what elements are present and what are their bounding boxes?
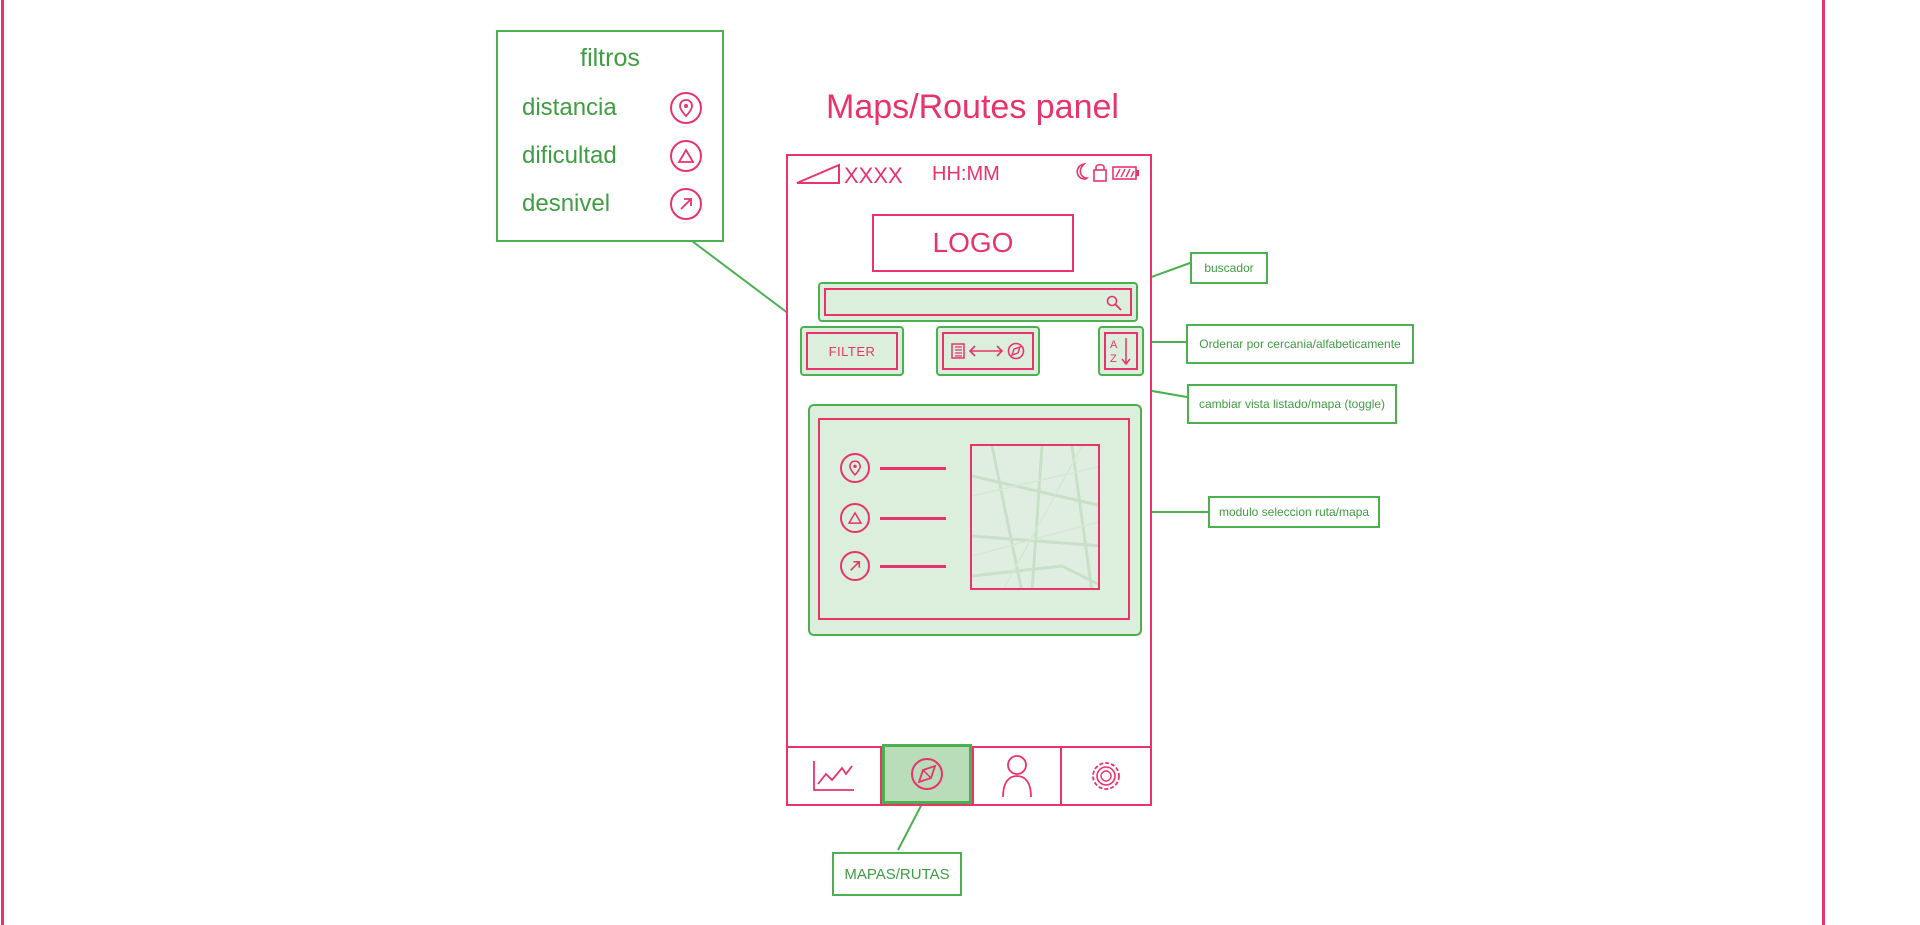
svg-text:Z: Z	[1110, 353, 1117, 365]
filter-label: distancia	[522, 94, 617, 121]
tab-divider	[972, 748, 974, 804]
filter-button-wrapper: FILTER	[800, 326, 904, 376]
location-pin-icon	[840, 453, 870, 483]
route-info-row	[840, 452, 950, 484]
route-detail-line	[880, 564, 946, 568]
frame-left-border	[1, 0, 4, 925]
callout-cambiar-vista: cambiar vista listado/mapa (toggle)	[1187, 384, 1397, 424]
arrow-up-right-icon	[840, 551, 870, 581]
svg-text:A: A	[1110, 339, 1118, 351]
tab-divider	[1060, 748, 1062, 804]
callout-mapas-rutas: MAPAS/RUTAS	[832, 852, 962, 896]
search-icon[interactable]	[1106, 295, 1122, 311]
search-input[interactable]	[824, 288, 1132, 316]
frame-right-border	[1822, 0, 1825, 925]
logo: LOGO	[872, 214, 1074, 272]
list-icon	[951, 343, 965, 359]
route-detail-line	[880, 466, 946, 470]
az-sort-icon: A Z	[1110, 338, 1131, 366]
tab-settings[interactable]	[1062, 748, 1150, 804]
arrow-up-right-icon	[670, 188, 702, 220]
compass-icon	[911, 758, 943, 790]
filter-button[interactable]: FILTER	[806, 332, 898, 370]
triangle-icon	[840, 503, 870, 533]
map-streets	[972, 446, 1098, 588]
toggle-view-button[interactable]	[942, 332, 1034, 370]
battery-icon	[1112, 166, 1139, 180]
filter-label: desnivel	[522, 190, 611, 217]
route-map-module	[808, 404, 1142, 636]
toggle-view-wrapper	[936, 326, 1040, 376]
page-title: Maps/Routes panel	[826, 88, 1119, 126]
lock-icon	[1093, 163, 1107, 182]
tab-maps-routes[interactable]	[882, 744, 972, 804]
filter-item-distancia[interactable]: distancia	[522, 88, 702, 128]
triangle-icon	[670, 140, 702, 172]
route-detail-line	[880, 516, 946, 520]
route-info-row	[840, 550, 950, 582]
phone-frame: XXXX HH:MM LOGO FILTER	[786, 154, 1152, 806]
route-card[interactable]	[818, 418, 1130, 620]
user-icon	[1002, 755, 1032, 798]
filter-label: dificultad	[522, 142, 617, 169]
sort-button-wrapper: A Z	[1098, 326, 1144, 376]
chart-icon	[813, 761, 854, 791]
filter-item-dificultad[interactable]: dificultad	[522, 136, 702, 176]
callout-ordenar: Ordenar por cercania/alfabeticamente	[1186, 324, 1414, 364]
double-arrow-icon	[968, 345, 1004, 357]
filter-button-label: FILTER	[828, 343, 876, 359]
gear-icon	[1092, 762, 1120, 790]
tab-divider	[880, 748, 882, 804]
map-thumbnail[interactable]	[970, 444, 1100, 590]
compass-icon	[1007, 342, 1025, 360]
location-pin-icon	[670, 92, 702, 124]
callout-buscador: buscador	[1190, 252, 1268, 284]
filter-item-desnivel[interactable]: desnivel	[522, 184, 702, 224]
filters-title: filtros	[580, 44, 640, 72]
route-info-row	[840, 502, 950, 534]
tab-stats[interactable]	[788, 748, 880, 804]
search-wrapper	[818, 282, 1138, 322]
moon-icon	[1076, 162, 1089, 180]
time-label: HH:MM	[932, 163, 1000, 185]
tab-profile[interactable]	[974, 748, 1060, 804]
sort-button[interactable]: A Z	[1104, 332, 1138, 370]
filters-panel: filtros distancia dificultad desnivel	[496, 30, 724, 242]
carrier-label: XXXX	[844, 163, 903, 188]
signal-icon	[796, 163, 840, 184]
callout-modulo: modulo seleccion ruta/mapa	[1208, 496, 1380, 528]
tab-bar	[788, 744, 1150, 804]
status-bar: XXXX HH:MM	[788, 156, 1150, 192]
